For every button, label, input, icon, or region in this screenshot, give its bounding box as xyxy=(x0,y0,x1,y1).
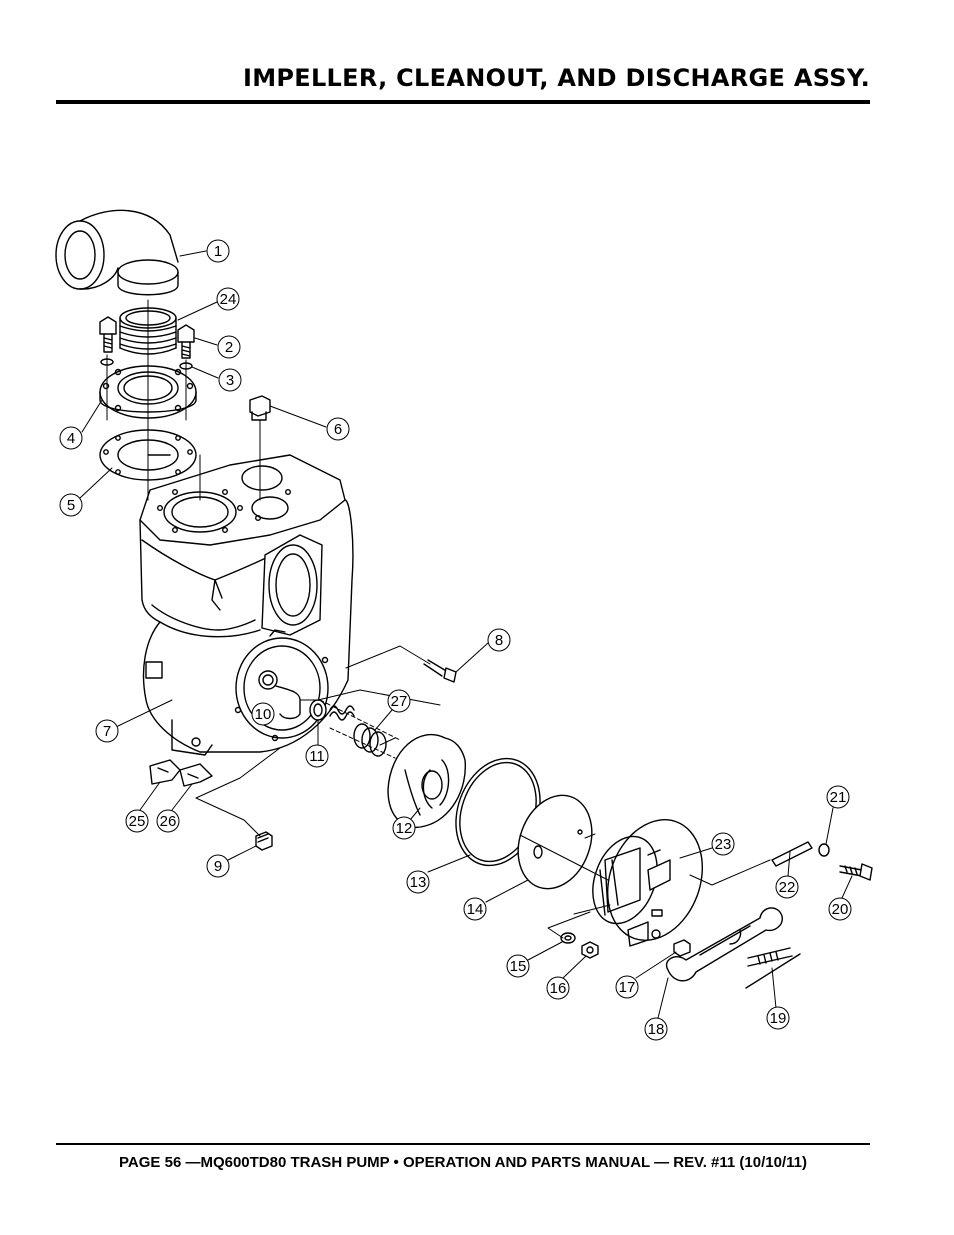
callout-17: 17 xyxy=(615,975,639,999)
plug-part xyxy=(249,395,271,421)
svg-text:26: 26 xyxy=(160,813,177,830)
svg-text:6: 6 xyxy=(334,421,342,438)
callout-9: 9 xyxy=(206,854,230,878)
callout-8: 8 xyxy=(487,628,511,652)
svg-text:20: 20 xyxy=(832,901,849,918)
page-title: IMPELLER, CLEANOUT, AND DISCHARGE ASSY. xyxy=(242,64,870,92)
callout-3: 3 xyxy=(218,368,242,392)
pump-casing xyxy=(139,454,354,756)
page-footer: PAGE 56 —MQ600TD80 TRASH PUMP • OPERATIO… xyxy=(119,1154,807,1171)
callout-4: 4 xyxy=(59,426,83,450)
svg-text:1: 1 xyxy=(214,243,222,260)
svg-text:7: 7 xyxy=(103,723,111,740)
callout-5: 5 xyxy=(59,493,83,517)
svg-text:11: 11 xyxy=(309,748,325,765)
svg-text:8: 8 xyxy=(495,632,503,649)
callout-23: 23 xyxy=(711,832,735,856)
cleanout-cover xyxy=(592,819,704,947)
header-rule xyxy=(56,100,870,104)
clamp-bar xyxy=(665,907,783,982)
callout-1: 1 xyxy=(206,239,230,263)
svg-text:14: 14 xyxy=(467,901,484,918)
rod-washer-bolt xyxy=(771,841,873,881)
callout-12: 12 xyxy=(392,816,416,840)
svg-text:16: 16 xyxy=(550,980,567,997)
svg-text:17: 17 xyxy=(619,979,636,996)
callout-27: 27 xyxy=(387,689,411,713)
base-shims xyxy=(149,759,213,787)
svg-text:3: 3 xyxy=(226,372,234,389)
callout-16: 16 xyxy=(546,976,570,1000)
wear-plate xyxy=(517,794,593,890)
washer-nut xyxy=(560,932,599,959)
svg-text:2: 2 xyxy=(225,339,233,356)
shims xyxy=(353,723,387,757)
cleanout-bolt xyxy=(423,659,457,683)
footer-rule xyxy=(56,1143,870,1145)
svg-text:15: 15 xyxy=(510,958,527,975)
callout-2: 2 xyxy=(217,335,241,359)
bolt-part xyxy=(99,316,195,359)
svg-text:13: 13 xyxy=(410,874,427,891)
callout-26: 26 xyxy=(156,809,180,833)
svg-text:27: 27 xyxy=(391,693,408,710)
callout-11: 11 xyxy=(305,744,329,768)
callout-20: 20 xyxy=(828,897,852,921)
callout-7: 7 xyxy=(95,719,119,743)
callout-21: 21 xyxy=(826,785,850,809)
callout-19: 19 xyxy=(766,1006,790,1030)
callout-24: 24 xyxy=(216,287,240,311)
elbow-part xyxy=(55,209,179,296)
callout-18: 18 xyxy=(644,1017,668,1041)
svg-text:25: 25 xyxy=(129,813,146,830)
shaft-seal xyxy=(309,699,355,721)
svg-text:18: 18 xyxy=(648,1021,665,1038)
svg-text:19: 19 xyxy=(770,1010,787,1027)
clamp-screw xyxy=(745,947,801,989)
small-plug xyxy=(673,939,691,957)
svg-text:9: 9 xyxy=(214,858,222,875)
svg-text:4: 4 xyxy=(67,430,75,447)
impeller-part xyxy=(387,733,466,828)
svg-text:22: 22 xyxy=(779,879,796,896)
callout-10: 10 xyxy=(251,702,275,726)
svg-text:12: 12 xyxy=(396,820,413,837)
svg-text:10: 10 xyxy=(255,706,272,723)
callout-14: 14 xyxy=(463,897,487,921)
callout-15: 15 xyxy=(506,954,530,978)
svg-text:23: 23 xyxy=(715,836,732,853)
callout-22: 22 xyxy=(775,875,799,899)
callout-25: 25 xyxy=(125,809,149,833)
svg-text:21: 21 xyxy=(830,789,847,806)
callout-13: 13 xyxy=(406,870,430,894)
svg-text:5: 5 xyxy=(67,497,75,514)
svg-text:24: 24 xyxy=(220,291,237,308)
callout-6: 6 xyxy=(326,417,350,441)
